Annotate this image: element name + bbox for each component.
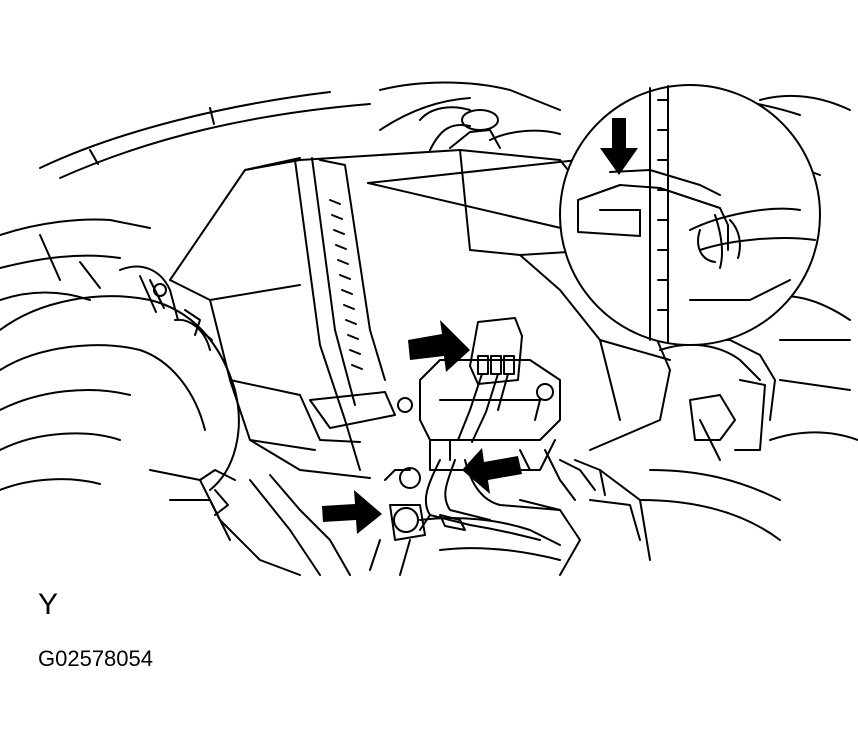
housing-ribs	[329, 199, 363, 370]
view-label: Y	[38, 588, 59, 621]
arrow-detail-down	[600, 118, 638, 175]
intake-hose	[0, 265, 240, 491]
left-fender	[0, 218, 151, 301]
detail-circle	[559, 84, 821, 346]
arrow-clamp	[322, 490, 382, 534]
sensor-bracket	[419, 359, 606, 501]
arrow-connector	[408, 320, 470, 372]
clamp-bolt	[369, 397, 426, 576]
engine-bay-line-drawing	[0, 81, 858, 576]
right-side-components	[599, 295, 858, 561]
hood-edge	[39, 91, 371, 179]
figure-id: G02578054	[38, 646, 153, 671]
connector	[457, 317, 523, 443]
arrow-harness	[462, 448, 522, 494]
lower-engine-parts	[149, 469, 641, 576]
callout-leader	[367, 159, 579, 233]
